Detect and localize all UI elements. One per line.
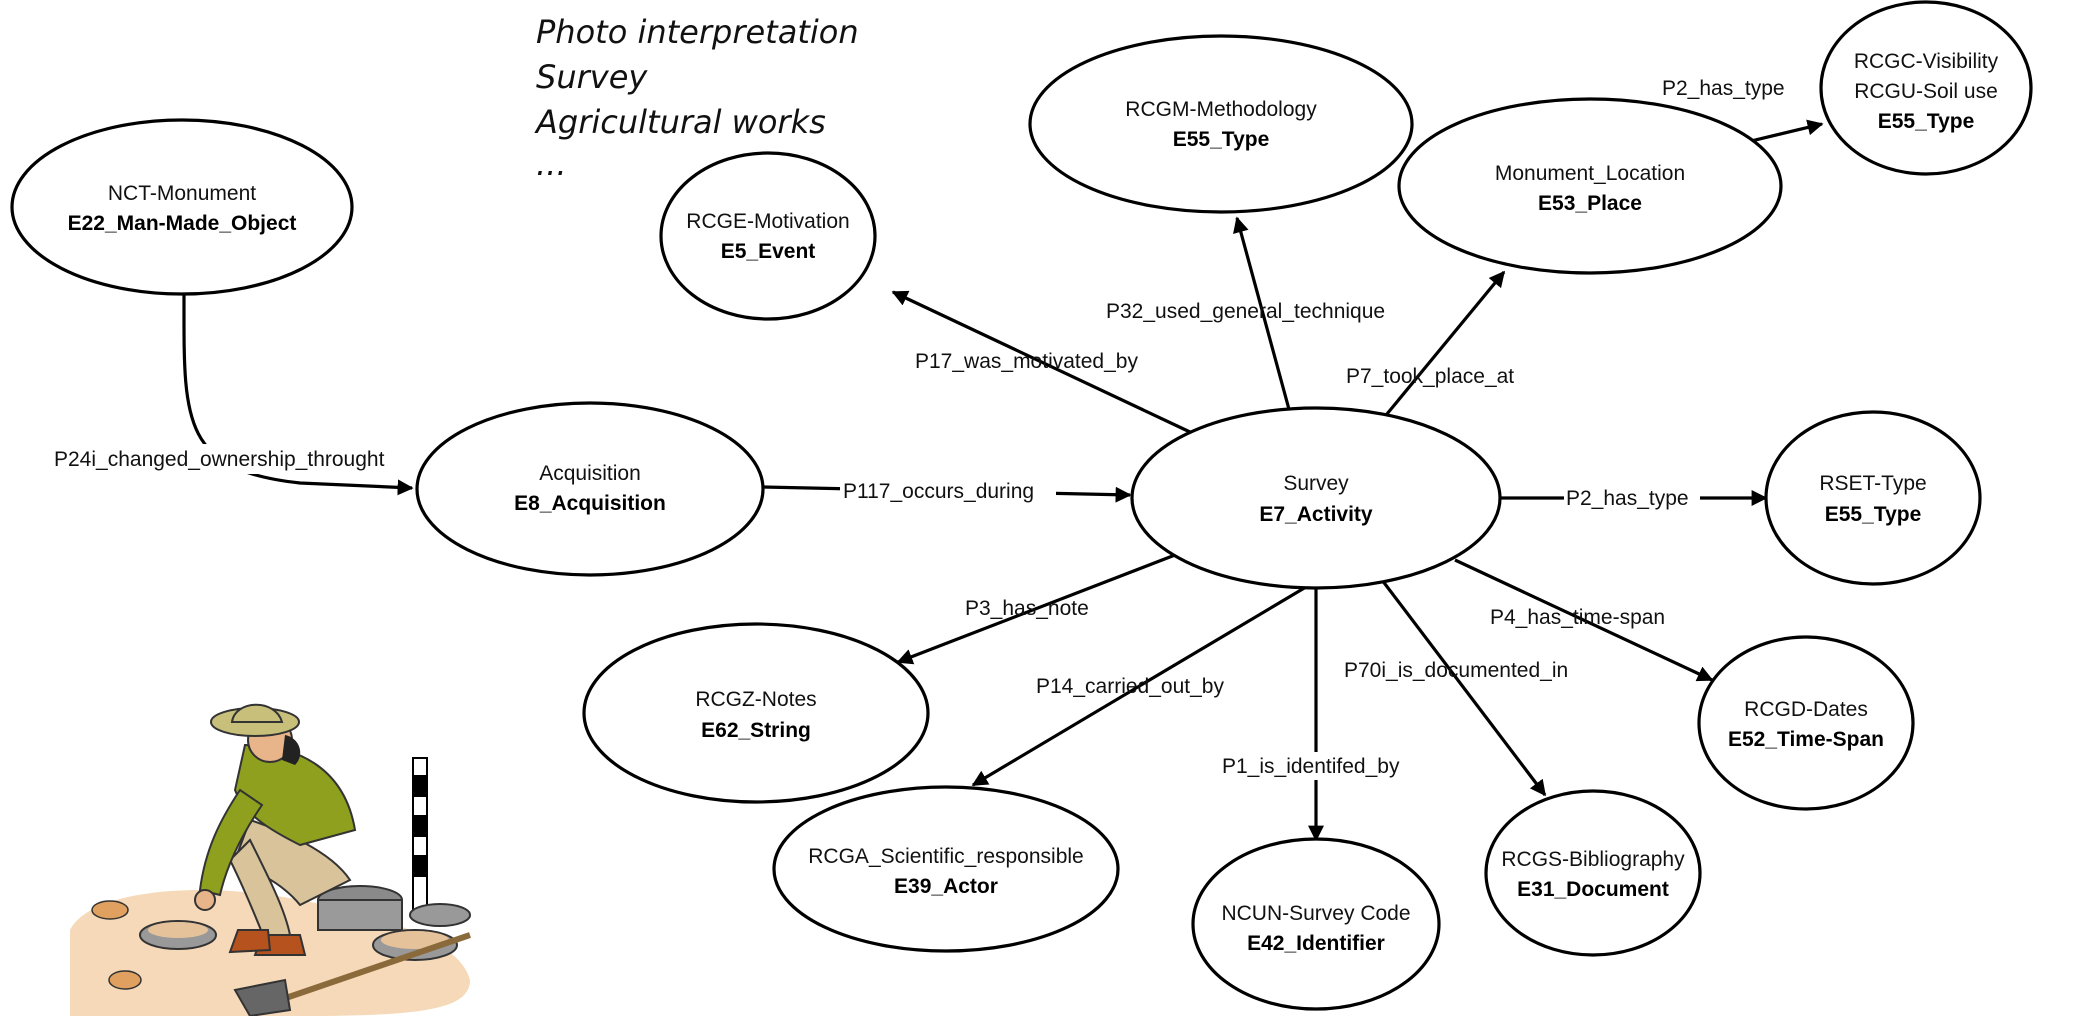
node-label: Monument_Location (1495, 162, 1685, 185)
node-label: Acquisition (539, 462, 641, 485)
node-survey: Survey E7_Activity (1130, 406, 1502, 590)
edge-p3 (896, 553, 1176, 665)
edge-label-p17: P17_was_motivated_by (915, 350, 1138, 373)
methodology-example: Agricultural works (534, 103, 826, 141)
edge-label-p24i: P24i_changed_ownership_throught (54, 448, 385, 471)
node-rcga-responsible: RCGA_Scientific_responsible E39_Actor (772, 785, 1120, 953)
edge-p14 (971, 585, 1307, 787)
edge-label-p2-place: P2_has_type (1662, 77, 1785, 100)
methodology-example: ... (536, 145, 567, 183)
methodology-examples-list: Photo interpretation Survey Agricultural… (534, 13, 859, 183)
node-rcge-motivation: RCGE-Motivation E5_Event (659, 151, 877, 321)
edge-p17 (891, 290, 1191, 434)
edge-label-p117: P117_occurs_during (843, 480, 1034, 503)
node-rcgs-bibliography: RCGS-Bibliography E31_Document (1484, 789, 1702, 957)
node-label: NCUN-Survey Code (1221, 902, 1410, 925)
edge-labels: P24i_changed_ownership_throught P117_occ… (50, 77, 1785, 780)
node-label: RCGD-Dates (1744, 698, 1868, 721)
node-rcgc-visibility: RCGC-Visibility RCGU-Soil use E55_Type (1819, 0, 2033, 176)
node-label: NCT-Monument (108, 182, 256, 205)
archaeologist-illustration (70, 703, 471, 1016)
node-label: RCGA_Scientific_responsible (808, 845, 1083, 868)
edge-label-p4: P4_has_time-span (1490, 606, 1665, 629)
edge-label-p70i: P70i_is_documented_in (1344, 659, 1568, 682)
edge-p4 (1454, 558, 1714, 682)
node-rset-type: RSET-Type E55_Type (1764, 410, 1982, 586)
node-class: E55_Type (1825, 503, 1922, 526)
node-rcgz-notes: RCGZ-Notes E62_String (582, 622, 930, 804)
edge-label-p3: P3_has_note (965, 597, 1089, 620)
node-label-secondary: RCGU-Soil use (1854, 80, 1998, 103)
node-rcgm-methodology: RCGM-Methodology E55_Type (1028, 34, 1414, 214)
node-class: E55_Type (1878, 110, 1975, 133)
node-ncun-survey-code: NCUN-Survey Code E42_Identifier (1191, 837, 1441, 1011)
node-label: RCGC-Visibility (1854, 50, 1999, 73)
node-class: E62_String (701, 719, 811, 742)
node-class: E55_Type (1173, 128, 1270, 151)
node-rcgd-dates: RCGD-Dates E52_Time-Span (1697, 635, 1915, 811)
edge-label-p1: P1_is_identifed_by (1222, 755, 1400, 778)
node-class: E53_Place (1538, 192, 1642, 215)
node-nct-monument: NCT-Monument E22_Man-Made_Object (10, 118, 354, 296)
node-label: RCGE-Motivation (686, 210, 849, 233)
node-class: E8_Acquisition (514, 492, 666, 515)
node-class: E7_Activity (1259, 503, 1373, 526)
methodology-example: Photo interpretation (536, 13, 859, 51)
node-class: E22_Man-Made_Object (68, 212, 297, 235)
edge-p24i (182, 294, 414, 496)
node-label: RCGM-Methodology (1125, 98, 1317, 121)
node-label: Survey (1283, 472, 1349, 495)
node-monument-location: Monument_Location E53_Place (1397, 97, 1783, 275)
node-class: E42_Identifier (1247, 932, 1385, 955)
node-label: RCGZ-Notes (695, 688, 816, 711)
node-label: RSET-Type (1819, 472, 1926, 495)
node-class: E31_Document (1517, 878, 1669, 901)
node-acquisition: Acquisition E8_Acquisition (415, 401, 765, 577)
edge-label-p32: P32_used_general_technique (1106, 300, 1385, 323)
node-class: E39_Actor (894, 875, 998, 898)
edge-label-p7: P7_took_place_at (1346, 365, 1514, 388)
edge-label-p14: P14_carried_out_by (1036, 675, 1224, 698)
node-class: E52_Time-Span (1728, 728, 1884, 751)
methodology-example: Survey (536, 58, 648, 96)
edge-p32 (1233, 216, 1292, 414)
node-label: RCGS-Bibliography (1501, 848, 1685, 871)
edge-p7 (1380, 270, 1506, 422)
node-class: E5_Event (721, 240, 816, 263)
edge-label-p2-survey: P2_has_type (1566, 487, 1689, 510)
edge-p70i (1380, 579, 1547, 797)
